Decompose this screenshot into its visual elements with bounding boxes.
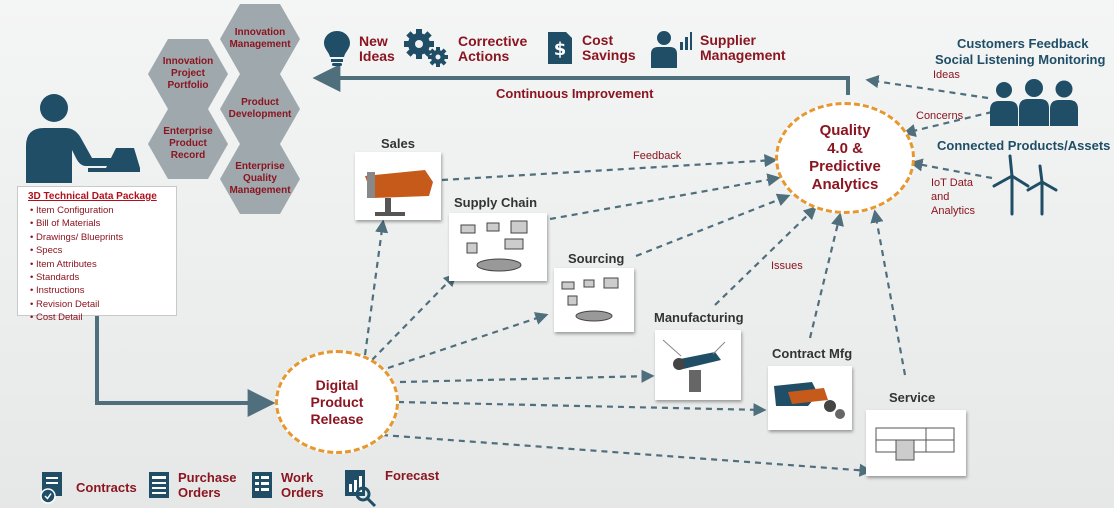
service-to-quality-edge xyxy=(870,209,907,376)
continuous-improvement-arrow xyxy=(312,64,850,95)
top-item-cost-savings: $ Cost Savings xyxy=(546,30,636,66)
technical-data-package: 3D Technical Data Package Item Configura… xyxy=(17,186,177,323)
contract-icon xyxy=(40,472,62,504)
bottom-item-work-orders: Work Orders xyxy=(251,470,331,500)
package-item: Cost Detail xyxy=(30,311,170,324)
package-item: Standards xyxy=(30,271,170,284)
iot-edge-label: IoT Data and Analytics xyxy=(931,177,976,217)
package-item: Item Configuration xyxy=(30,204,170,217)
dollar-document-icon: $ xyxy=(548,32,572,64)
release-to-supply-chain-edge xyxy=(371,273,457,361)
package-item: Bill of Materials xyxy=(30,217,170,230)
manufacturing-to-quality-edge xyxy=(714,206,817,306)
top-item-label: Supplier Management xyxy=(700,32,786,63)
person-laptop-icon xyxy=(26,94,140,183)
hex-label: Product Development xyxy=(228,97,292,120)
wind-turbine-icon xyxy=(992,154,1058,216)
release-to-contract-mfg-edge xyxy=(397,400,767,417)
release-to-sourcing-edge xyxy=(387,312,549,370)
bottom-item-purchase-orders: Purchase Orders xyxy=(148,470,238,500)
customers-feedback-label: Customers Feedback xyxy=(957,36,1089,51)
contract-mfg-label: Contract Mfg xyxy=(772,346,853,361)
connected-products-label: Connected Products/Assets xyxy=(937,138,1111,153)
hex-label: Enterprise Quality Management xyxy=(229,161,291,196)
customers-icon xyxy=(990,79,1078,126)
bottom-item-label: Purchase Orders xyxy=(178,470,237,500)
quality-analytics-label: Quality 4.0 & Predictive Analytics xyxy=(809,122,881,193)
gears-icon xyxy=(404,29,448,67)
forecast-icon xyxy=(345,470,377,508)
work-order-icon xyxy=(252,472,272,498)
issues-edge-label: Issues xyxy=(771,260,803,272)
sales-to-quality-edge xyxy=(441,154,778,182)
sourcing-to-quality-edge xyxy=(635,193,791,258)
release-to-manufacturing-edge xyxy=(399,369,655,384)
contract-mfg-image xyxy=(768,366,852,430)
ideas-edge xyxy=(865,75,989,100)
hex-label: Innovation Management xyxy=(229,27,291,50)
svg-text:$: $ xyxy=(554,39,567,60)
top-item-new-ideas: New Ideas xyxy=(323,30,399,68)
package-item: Revision Detail xyxy=(30,298,170,311)
top-item-supplier-management: Supplier Management xyxy=(650,28,810,68)
supply-chain-label: Supply Chain xyxy=(454,195,538,210)
top-item-label: Cost Savings xyxy=(582,32,636,63)
sourcing-label: Sourcing xyxy=(568,251,625,266)
top-item-label: Corrective Actions xyxy=(458,33,528,64)
service-label: Service xyxy=(889,390,936,405)
package-item: Item Attributes xyxy=(30,258,170,271)
package-item: Specs xyxy=(30,244,170,257)
digital-product-release-label: Digital Product Release xyxy=(310,376,364,427)
top-item-label: New Ideas xyxy=(359,33,395,64)
package-item: Drawings/ Blueprints xyxy=(30,231,170,244)
person-chart-icon xyxy=(651,31,692,68)
manufacturing-image xyxy=(655,330,741,400)
bottom-item-label: Forecast xyxy=(385,468,440,483)
iot-edge xyxy=(909,158,993,180)
sales-label: Sales xyxy=(381,136,415,151)
manufacturing-label: Manufacturing xyxy=(654,310,744,325)
contract-mfg-to-quality-edge xyxy=(808,212,844,339)
hex-label: Enterprise Product Record xyxy=(163,126,213,161)
bottom-item-forecast: Forecast xyxy=(343,468,439,508)
hex-label: Innovation Project Portfolio xyxy=(162,56,214,91)
package-to-release-arrow xyxy=(95,316,276,417)
bottom-item-contracts: Contracts xyxy=(40,470,137,504)
social-listening-label: Social Listening Monitoring xyxy=(935,52,1106,67)
package-title: 3D Technical Data Package xyxy=(28,191,157,202)
concerns-edge-label: Concerns xyxy=(916,110,964,122)
feedback-edge-label: Feedback xyxy=(633,150,682,162)
lightbulb-icon xyxy=(324,31,350,66)
bottom-item-label: Contracts xyxy=(76,479,137,495)
bottom-item-label: Work Orders xyxy=(281,470,324,500)
package-item: Instructions xyxy=(30,284,170,297)
release-to-service-edge xyxy=(381,433,873,477)
release-to-sales-edge xyxy=(363,219,389,356)
sales-image xyxy=(355,152,441,220)
concerns-edge xyxy=(902,110,993,137)
top-item-corrective-actions: Corrective Actions xyxy=(402,28,528,70)
supply-chain-to-quality-edge xyxy=(549,173,781,221)
continuous-improvement-label: Continuous Improvement xyxy=(496,86,654,101)
purchase-order-icon xyxy=(149,472,169,498)
digital-product-release-circle: Digital Product Release xyxy=(275,350,399,454)
package-items: Item Configuration Bill of Materials Dra… xyxy=(24,204,170,325)
supply-chain-image xyxy=(449,213,547,281)
ideas-edge-label: Ideas xyxy=(933,69,960,81)
sourcing-image xyxy=(554,268,634,332)
quality-analytics-circle: Quality 4.0 & Predictive Analytics xyxy=(775,102,915,214)
service-image xyxy=(866,410,966,476)
